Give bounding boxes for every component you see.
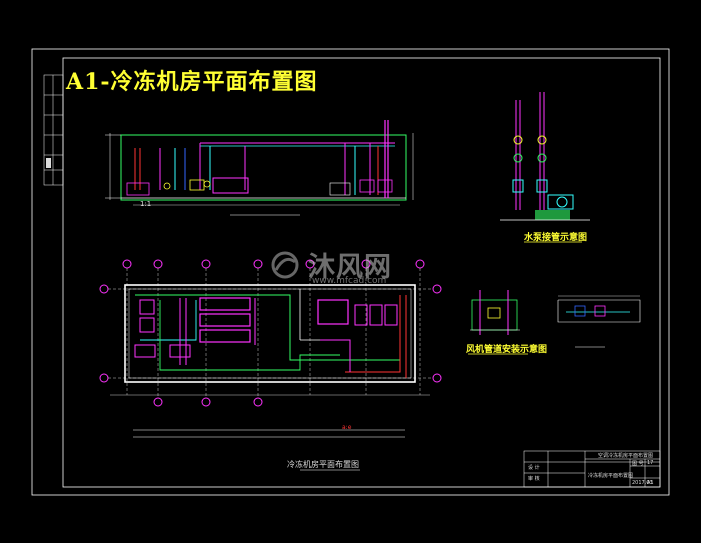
title-block-drawing-no-label: 图 号 <box>632 461 644 467</box>
title-block-sheet-no: 17 <box>647 460 654 466</box>
elevation-dim-label: 1:1 <box>140 200 152 208</box>
outer-frame <box>31 48 670 496</box>
title-block-scale: A1 <box>647 480 654 486</box>
title-block-date: 2017.03 <box>632 480 653 486</box>
caption-floor-plan: 冷冻机房平面布置图 <box>287 460 359 469</box>
title-block-drawing-name: 冷冻机房平面布置图 <box>588 473 634 479</box>
floor-plan <box>99 259 442 471</box>
small-detail <box>557 295 641 348</box>
binding-strip <box>43 74 64 186</box>
inner-frame <box>62 57 661 488</box>
watermark-logo-icon <box>271 251 299 278</box>
side-detail <box>468 290 528 355</box>
watermark-text: 沐风网 <box>308 252 392 283</box>
title-block <box>523 450 661 488</box>
title-block-header: 空调冷冻机房平面布置图 <box>598 453 654 459</box>
drawing-title: A1-冷冻机房平面布置图 <box>66 69 318 95</box>
watermark-url: www.mfcad.com <box>312 276 387 286</box>
title-block-designer: 设 计 <box>528 465 540 471</box>
caption-side-detail: 风机管道安装示意图 <box>466 345 548 355</box>
pump-detail <box>500 92 590 243</box>
watermark: 沐风网 <box>268 245 392 284</box>
title-block-reviewer: 审 核 <box>528 476 540 482</box>
plan-dim-label: a:e <box>342 424 352 431</box>
elevation-view <box>105 120 414 216</box>
caption-pump-detail: 水泵接管示意图 <box>524 233 588 243</box>
